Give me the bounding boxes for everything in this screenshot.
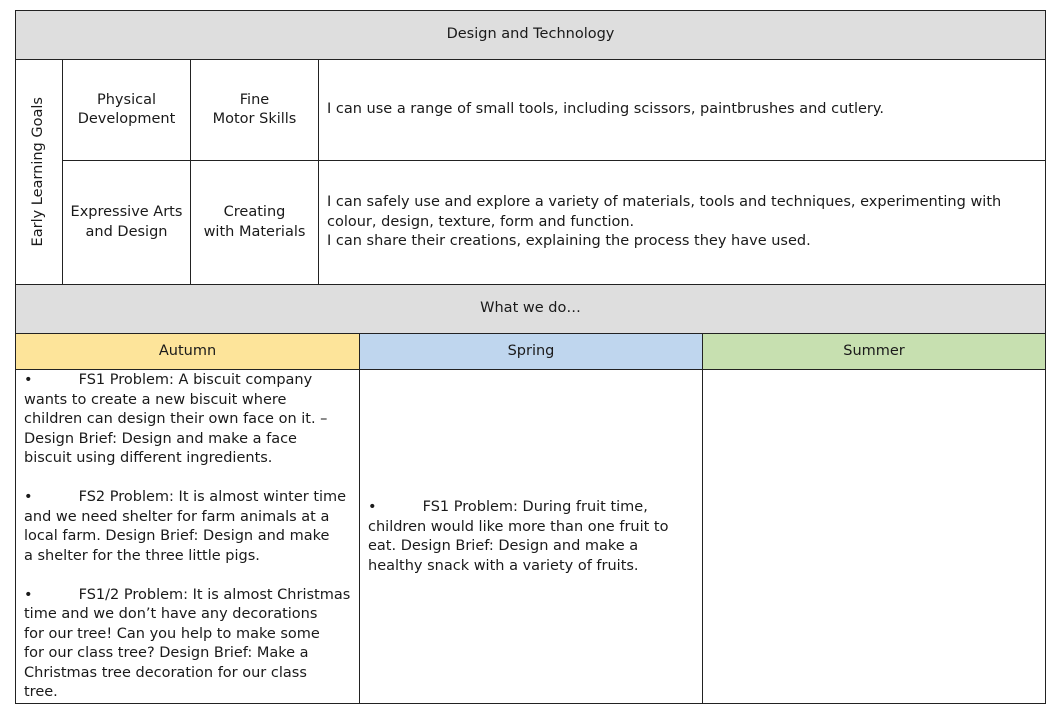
summer-activities — [702, 369, 1046, 704]
statement-line: I can use a range of small tools, includ… — [327, 101, 884, 118]
autumn-activities: • FS1 Problem: A biscuit company wants t… — [15, 369, 360, 704]
elg-side-label: Early Learning Goals — [30, 97, 47, 247]
elg-area-physical: Physical Development — [62, 59, 191, 161]
what-we-do-title: What we do… — [480, 300, 581, 317]
goal-line: Creating — [223, 204, 286, 220]
curriculum-table: Design and Technology Early Learning Goa… — [15, 10, 1046, 704]
elg-side-cell: Early Learning Goals — [15, 59, 63, 285]
term-header-summer: Summer — [702, 333, 1046, 370]
area-line: and Design — [85, 223, 168, 240]
activity-item: • FS2 Problem: It is almost winter time … — [24, 489, 347, 564]
goal-line: Motor Skills — [212, 111, 297, 127]
area-line: Development — [77, 111, 176, 127]
area-line: Expressive Arts — [70, 204, 183, 220]
statement-line: colour, design, texture, form and functi… — [327, 213, 635, 230]
term-label: Summer — [843, 342, 905, 359]
term-header-spring: Spring — [359, 333, 703, 370]
goal-line: with Materials — [203, 223, 306, 240]
goal-line: Fine — [239, 91, 270, 108]
spring-activities: • FS1 Problem: During fruit time, childr… — [359, 369, 703, 704]
elg-area-expressive-arts: Expressive Arts and Design — [62, 160, 191, 285]
term-label: Autumn — [158, 342, 217, 359]
activity-item: • FS1 Problem: During fruit time, childr… — [368, 499, 669, 574]
activity-item: • FS1 Problem: A biscuit company wants t… — [24, 372, 328, 466]
term-label: Spring — [507, 342, 555, 359]
statement-line: I can share their creations, explaining … — [327, 233, 811, 250]
activity-item: • FS1/2 Problem: It is almost Christmas … — [24, 586, 351, 701]
elg-goal-creating: Creating with Materials — [190, 160, 319, 285]
statement-line: I can safely use and explore a variety o… — [327, 194, 1002, 211]
elg-statement-fine-motor: I can use a range of small tools, includ… — [318, 59, 1046, 161]
elg-statement-creating: I can safely use and explore a variety o… — [318, 160, 1046, 285]
area-line: Physical — [97, 91, 156, 108]
subject-header: Design and Technology — [15, 10, 1046, 60]
what-we-do-header: What we do… — [15, 284, 1046, 334]
term-header-autumn: Autumn — [15, 333, 360, 370]
subject-title: Design and Technology — [446, 26, 615, 43]
elg-goal-fine-motor: Fine Motor Skills — [190, 59, 319, 161]
